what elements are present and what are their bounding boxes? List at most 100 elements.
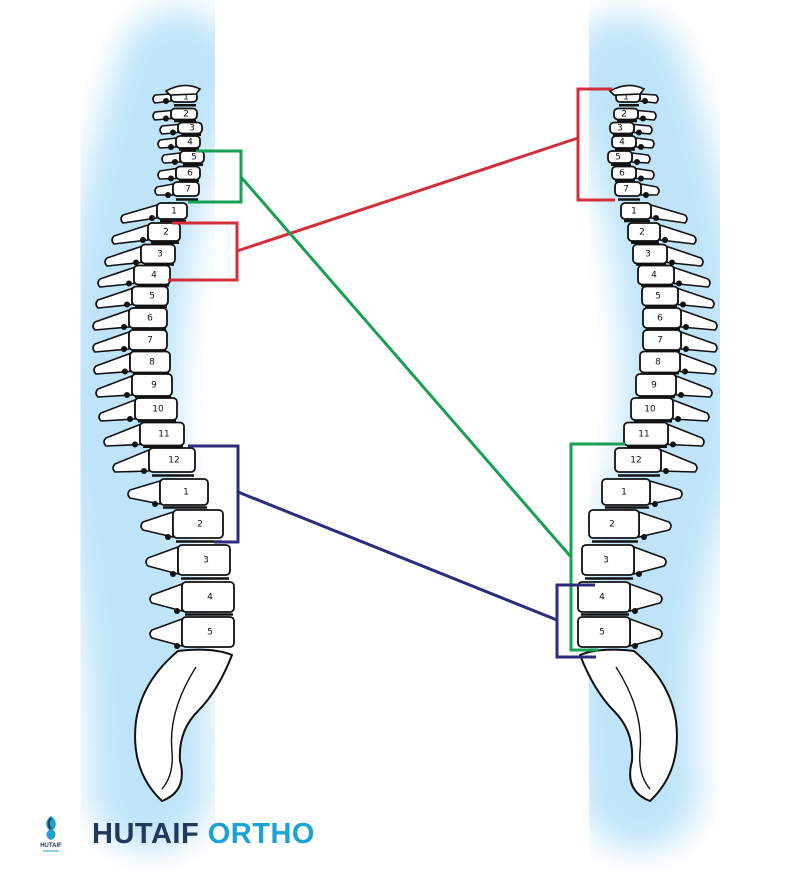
right-vertebral-body (630, 397, 674, 421)
left-spinous-process (145, 546, 179, 575)
left-spinous-process (127, 480, 161, 505)
right-facet-knob (638, 144, 644, 150)
brand-name-primary: HUTAIF (92, 817, 200, 850)
left-spinous-process (112, 449, 150, 473)
right-spinous-process (680, 309, 718, 331)
left-facet-knob (140, 237, 146, 243)
svg-text:HUTAIF: HUTAIF (40, 843, 62, 849)
right-vertebral-body (620, 202, 652, 220)
right-vertebra-label: 3 (645, 250, 651, 260)
left-vertebra-label: 12 (168, 456, 179, 466)
right-facet-knob (678, 392, 684, 398)
left-vertebra-label: 4 (187, 138, 193, 148)
left-sacrum (134, 648, 233, 802)
right-vertebral-body (641, 285, 679, 307)
right-sacrum-contour (615, 666, 651, 790)
left-spinous-process (92, 309, 130, 331)
left-facet-knob (126, 280, 132, 287)
left-vertebra-label: 8 (149, 358, 155, 368)
left-facet-knob (163, 98, 169, 104)
brand-footer: HUTAIF HUTAIF ORTHO (36, 812, 315, 856)
right-facet-knob (640, 115, 646, 122)
right-vertebra-label: 5 (615, 153, 621, 163)
left-facet-knob (163, 115, 169, 122)
right-vertebral-body (601, 478, 651, 506)
right-vertebra-label: 6 (619, 169, 625, 179)
right-facet-knob (682, 368, 688, 375)
left-vertebral-body (172, 509, 224, 539)
right-facet-knob (636, 129, 642, 136)
left-facet-knob (172, 159, 178, 165)
left-vertebral-body (175, 165, 201, 181)
left-facet-knob (170, 129, 176, 136)
right-spinous-process (672, 399, 710, 422)
right-facet-knob (632, 643, 638, 649)
left-vertebra-label: 2 (183, 110, 189, 120)
right-facet-knob (669, 259, 675, 266)
right-spinous-process (660, 449, 698, 473)
right-vertebral-body (613, 107, 639, 121)
green-connector-line (239, 176, 573, 558)
right-vertebral-body (609, 121, 635, 135)
left-spine-glow (57, 10, 238, 850)
right-facet-knob (676, 280, 682, 287)
right-spinous-process (679, 352, 717, 375)
right-vertebral-body (588, 509, 640, 539)
right-spinous-process (629, 583, 663, 612)
red-connector-line (236, 136, 579, 253)
left-vertebral-body (170, 107, 198, 121)
right-vertebra-label: 6 (657, 314, 663, 324)
right-vertebra-label: 2 (609, 520, 615, 530)
left-vertebral-body (134, 397, 178, 421)
left-vertebra-label: 11 (158, 430, 169, 440)
left-sacrum-contour (161, 666, 197, 790)
right-spinous-process (633, 546, 667, 575)
left-vertebral-body (172, 181, 200, 197)
left-vertebra-label: 5 (149, 292, 155, 302)
right-vertebra-label: 2 (621, 110, 627, 120)
left-facet-knob (141, 468, 147, 474)
right-spinous-process (680, 331, 718, 353)
right-vertebra-label: 9 (651, 381, 657, 391)
right-vertebra-label: 4 (651, 271, 657, 281)
left-vertebral-body (177, 121, 203, 135)
left-facet-knob (124, 392, 130, 398)
right-spinous-process (659, 224, 697, 245)
left-facet-knob (127, 416, 133, 422)
left-vertebra-label: 7 (185, 185, 191, 195)
right-vertebral-body (611, 135, 637, 149)
left-facet-knob (165, 192, 171, 198)
left-spinous-process (97, 266, 135, 288)
brand-name-accent: ORTHO (207, 817, 315, 850)
right-facet-knob (638, 175, 644, 182)
left-green-bracket (188, 149, 243, 204)
left-vertebra-label: 4 (207, 593, 213, 603)
right-facet-knob (675, 416, 681, 422)
left-spinous-process (92, 331, 130, 353)
right-vertebra-label: 5 (655, 292, 661, 302)
left-vertebra-label: 7 (147, 336, 153, 346)
left-spinous-process (149, 618, 183, 647)
left-vertebra-label: 10 (152, 405, 164, 415)
right-facet-knob (641, 534, 647, 540)
right-facet-knob (634, 159, 640, 165)
right-facet-knob (643, 192, 649, 198)
right-green-bracket (569, 442, 625, 652)
left-vertebral-body (156, 202, 188, 220)
left-vertebra-label: 9 (151, 381, 157, 391)
left-facet-knob (152, 501, 158, 507)
right-vertebra-label: 7 (623, 185, 629, 195)
left-facet-knob (174, 643, 180, 649)
right-vertebra-label: 5 (599, 628, 605, 638)
right-red-bracket (576, 87, 615, 202)
right-facet-knob (662, 237, 668, 243)
left-facet-knob (124, 301, 130, 308)
right-vertebral-body (614, 181, 642, 197)
right-vertebral-body (581, 544, 635, 576)
right-vertebral-body (577, 581, 631, 613)
right-vertebra-label: 12 (630, 456, 641, 466)
right-facet-knob (680, 301, 686, 308)
left-vertebra-label: 5 (207, 628, 213, 638)
